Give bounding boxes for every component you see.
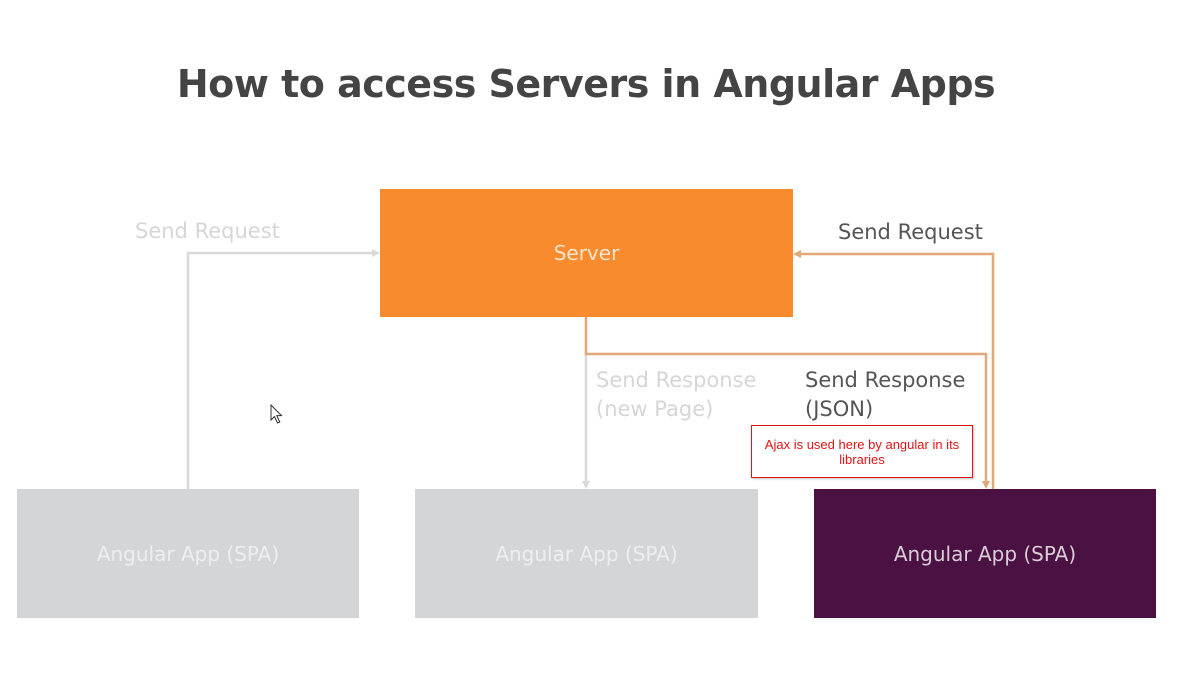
- arrowhead-response-json: [982, 481, 990, 489]
- arrowhead-request-left: [372, 249, 380, 257]
- angular-app-box-spa: Angular App (SPA): [814, 489, 1156, 618]
- mouse-pointer-icon: [270, 404, 283, 424]
- arrowhead-response-page: [582, 481, 590, 489]
- send-request-label-left: Send Request: [135, 219, 280, 243]
- send-response-json-line1: Send Response: [805, 368, 966, 392]
- send-response-json-label: Send Response (JSON): [805, 366, 965, 424]
- ajax-annotation-note: Ajax is used here by angular in its libr…: [751, 425, 973, 478]
- send-response-json-line2: (JSON): [805, 397, 874, 421]
- ajax-note-line2: libraries: [839, 452, 885, 467]
- arrow-request-left: [186, 251, 374, 489]
- angular-app-box-traditional-response: Angular App (SPA): [415, 489, 758, 618]
- ajax-note-line1: Ajax is used here by angular in its: [764, 437, 960, 452]
- send-response-page-line2: (new Page): [596, 397, 714, 421]
- diagram-title: How to access Servers in Angular Apps: [176, 62, 996, 106]
- send-response-page-label: Send Response (new Page): [596, 366, 756, 424]
- angular-app-box-traditional-request: Angular App (SPA): [17, 489, 359, 618]
- server-box: Server: [380, 189, 793, 317]
- send-response-page-line1: Send Response: [596, 368, 757, 392]
- arrow-response-json: [584, 317, 988, 482]
- arrow-request-right: [800, 252, 995, 489]
- send-request-label-right: Send Request: [838, 220, 983, 244]
- arrowhead-request-right: [793, 250, 801, 258]
